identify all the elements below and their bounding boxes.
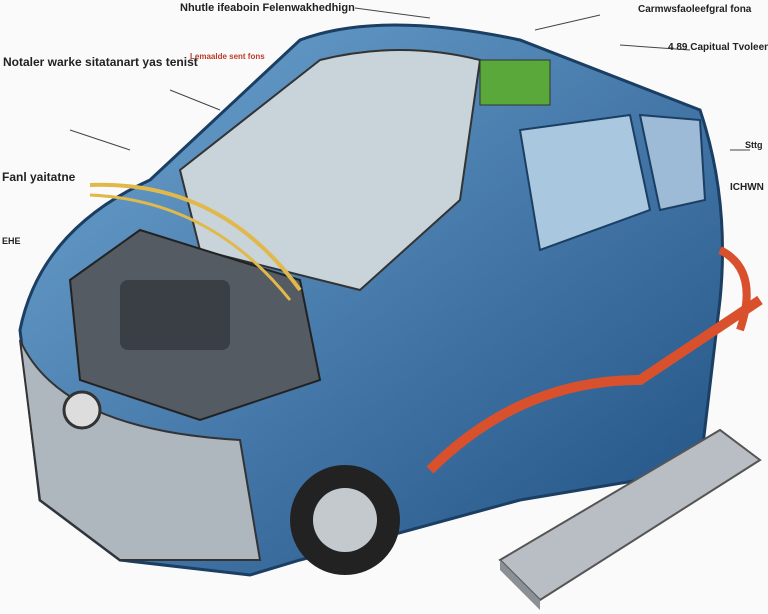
side-window [518,113,652,252]
label-ehe: EHE [2,236,21,246]
label-fuel: Fanl yaitatne [2,170,76,184]
logo-emblem [62,390,102,430]
label-top-right: Carmwsfaoleefgral fona [638,4,752,15]
engine-block [120,280,230,350]
label-top-center: Nhutle ifeaboin Felenwakhedhign [180,2,355,14]
label-right-cw: ICHWN [730,182,764,193]
label-red: Lemaalde sent fons [190,52,265,61]
wire-harness [89,182,302,292]
label-left-main: Notaler warke sitatanart yas tenist [3,55,198,69]
battery-module-green [479,59,551,106]
rear-window [638,113,707,212]
cabin-cutaway [178,49,482,292]
label-right-capital: 4 89 Capitual Tvoleentes [668,42,768,53]
label-right-s: Sttg [745,140,763,150]
coolant-pipe [426,295,763,474]
leader-lines [69,7,750,151]
front-bumper [19,339,262,561]
